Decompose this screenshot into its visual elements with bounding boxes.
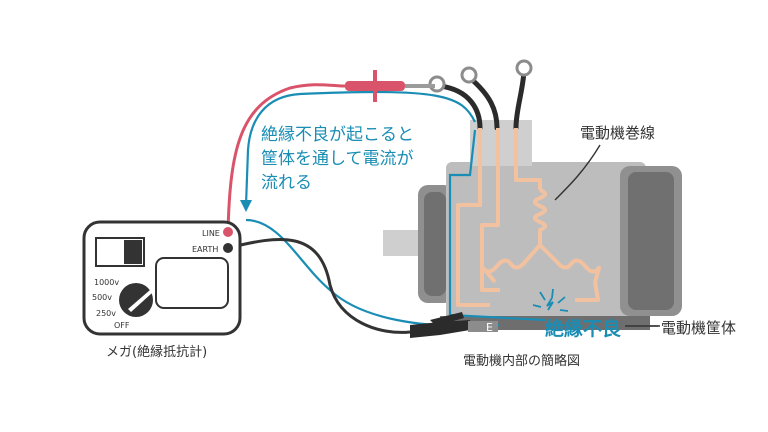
windings — [456, 128, 601, 307]
earth-terminal-label-megger: EARTH — [192, 245, 218, 254]
range-off-label: OFF — [114, 321, 130, 330]
annotation-line-3: 流れる — [261, 173, 312, 193]
annotation-line-1: 絶縁不良が起こると — [261, 125, 414, 145]
winding-coil-top — [533, 188, 547, 245]
ring-terminal-icon — [460, 66, 478, 84]
range-250-label: 250v — [96, 309, 116, 318]
ring-terminal-icon — [515, 59, 533, 77]
winding-coil-right — [538, 243, 601, 283]
motor — [383, 120, 682, 330]
motor-housing — [446, 162, 646, 322]
current-path — [244, 90, 476, 206]
megger-meter-window — [155, 257, 229, 309]
current-path-arrow-icon — [240, 200, 252, 212]
earth-terminal-label: E — [486, 321, 493, 334]
line-test-lead — [226, 83, 346, 233]
range-500-label: 500v — [92, 293, 112, 302]
lead-wire-u — [437, 83, 483, 131]
motor-caption: 電動機内部の簡略図 — [463, 353, 580, 369]
earth-clip-icon — [410, 312, 470, 338]
fault-spark-icon — [532, 288, 569, 312]
megger: LINE EARTH 1000v 500v 250v OFF — [82, 220, 242, 336]
current-path-through-housing — [448, 129, 546, 322]
line-terminal-label: LINE — [202, 229, 220, 238]
lead-wire-v — [467, 75, 500, 131]
megger-caption: メガ(絶縁抵抗計) — [106, 344, 207, 360]
line-terminal-jack[interactable] — [223, 227, 233, 237]
housing-label: 電動機筐体 — [661, 319, 736, 337]
dial-pointer-icon — [128, 290, 152, 312]
lead-wire-w — [513, 69, 527, 131]
earth-terminal-block — [468, 321, 498, 332]
winding-leads — [428, 59, 533, 131]
earth-terminal-jack[interactable] — [223, 243, 233, 253]
annotation-line-2: 筐体を通して電流が — [261, 149, 414, 169]
winding-coil-left — [481, 243, 542, 284]
fault-label: 絶縁不良 — [545, 317, 621, 340]
range-selector-dial[interactable] — [119, 283, 153, 317]
winding-label: 電動機巻線 — [580, 124, 655, 142]
earth-test-lead — [227, 238, 411, 334]
range-1000-label: 1000v — [94, 278, 119, 287]
winding-leader-line — [554, 144, 601, 201]
line-probe-icon — [345, 70, 435, 102]
